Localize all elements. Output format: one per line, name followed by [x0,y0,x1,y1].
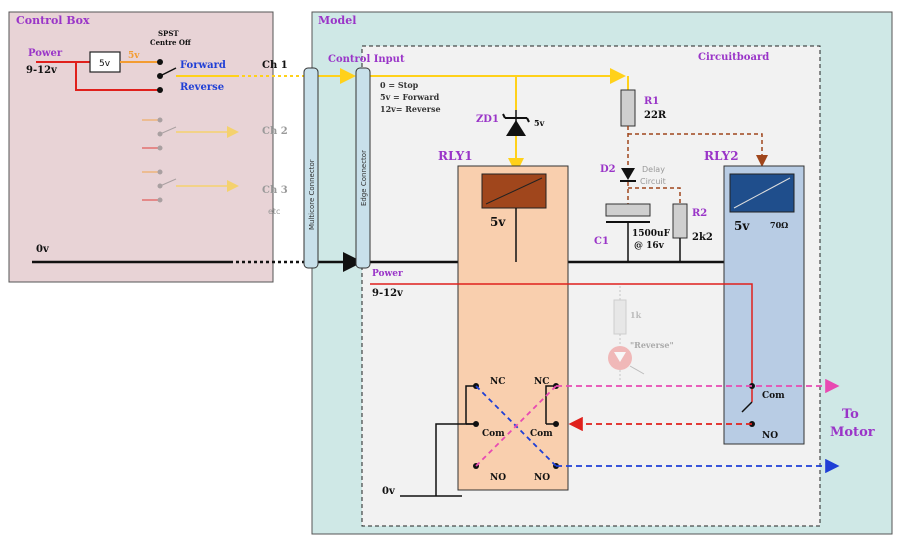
r1-value: 22R [644,110,667,121]
reverse-led-faded [608,286,645,382]
forward-label: Forward [180,60,226,71]
ch2-switch-faded [142,117,239,151]
r2-value: 2k2 [692,232,713,243]
zd1-voltage: 5v [534,118,545,128]
rly2-voltage: 5v [734,219,750,233]
edge-connector: Edge Connector [355,67,371,269]
rly2-com: Com [762,391,785,401]
ch2-label: Ch 2 [262,126,288,137]
model-title: Model [318,14,356,27]
r1-label: R1 [644,96,659,107]
rly1-com-right: Com [530,429,553,439]
zero-v-label: 0v [36,244,50,255]
capacitor-c1 [605,203,651,262]
edge-label: Edge Connector [360,150,368,206]
delay-label-2: Circuit [640,177,666,186]
model-power-label: Power [372,269,403,279]
circuitboard-label: Circuitboard [698,52,769,63]
power-voltage: 9-12v [26,65,58,76]
rly2-label: RLY2 [704,149,739,163]
legend-reverse: 12v= Reverse [380,104,441,114]
c1-value-1: 1500uF [632,229,671,239]
relay-1 [457,165,569,491]
rly2-resistance: 70Ω [770,220,788,230]
zd1-label: ZD1 [476,114,499,125]
reverse-label: Reverse [180,82,224,93]
multicore-connector: Multicore Connector [303,67,319,269]
legend-forward: 5v = Forward [380,92,440,102]
legend-stop: 0 = Stop [380,80,419,90]
reg-out-label: 5v [128,51,140,61]
ch3-label: Ch 3 [262,185,288,196]
etc-label: etc [268,207,280,216]
ch1-label: Ch 1 [262,60,288,71]
multicore-label: Multicore Connector [308,159,316,230]
zener-zd1 [502,110,530,136]
rly1-nc-left: NC [490,377,505,387]
delay-label-1: Delay [642,165,665,174]
resistor-r1 [620,89,636,127]
rly2-no: NO [762,431,778,441]
c1-label: C1 [594,236,609,247]
to-motor-2: Motor [830,425,875,440]
r2-label: R2 [692,208,707,219]
rly1-label: RLY1 [438,149,473,163]
relay-2-coil [729,173,795,213]
regulator-label: 5v [99,59,111,69]
rly1-no-left: NO [490,473,506,483]
rly1-nc-right: NC [534,377,549,387]
to-motor-1: To [842,407,859,422]
control-box: Control Box Power 9-12v 5v 5v SPST Centr… [8,11,274,283]
rly1-com-left: Com [482,429,505,439]
model-power-voltage: 9-12v [372,288,404,299]
diode-d2 [620,168,636,182]
rly1-voltage: 5v [490,215,506,229]
d2-label: D2 [600,164,616,175]
switch-label-2: Centre Off [150,38,192,47]
c1-value-2: @ 16v [634,241,665,251]
control-input-label: Control Input [328,54,405,65]
led-resistor-label: 1k [630,310,642,320]
rly1-no-right: NO [534,473,550,483]
model-zero-v: 0v [382,486,396,497]
resistor-r2 [672,203,688,239]
ch3-switch-faded [142,169,239,203]
power-label: Power [28,48,63,59]
led-reverse-label: "Reverse" [630,340,674,350]
switch-label-1: SPST [158,29,179,38]
control-box-title: Control Box [16,14,90,27]
